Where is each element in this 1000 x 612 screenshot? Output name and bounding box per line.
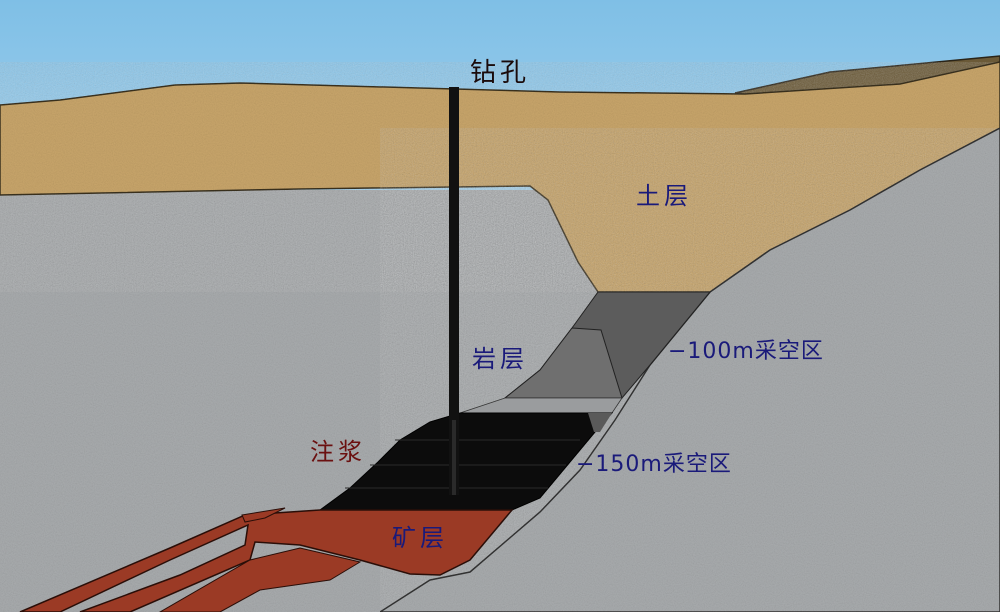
ore-seam-upper: [241, 507, 286, 523]
rock-layer-label: 岩层: [472, 345, 528, 373]
drill-hole-inner: [452, 420, 456, 495]
grout-zone-corner: [588, 413, 612, 432]
rock-right-slope: [378, 127, 1000, 612]
ore-seam-lower: [159, 547, 362, 612]
soil-layer-label: 土层: [636, 182, 692, 210]
drill-hole: [449, 87, 459, 495]
drill-hole-label: 钻孔: [470, 58, 531, 88]
goaf-100m-label: −100m采空区: [668, 339, 824, 364]
ore-layer-label: 矿层: [392, 524, 448, 552]
ore-layer: [19, 509, 514, 612]
grouting-label: 注浆: [310, 438, 366, 466]
goaf-150m-label: −150m采空区: [576, 452, 732, 477]
